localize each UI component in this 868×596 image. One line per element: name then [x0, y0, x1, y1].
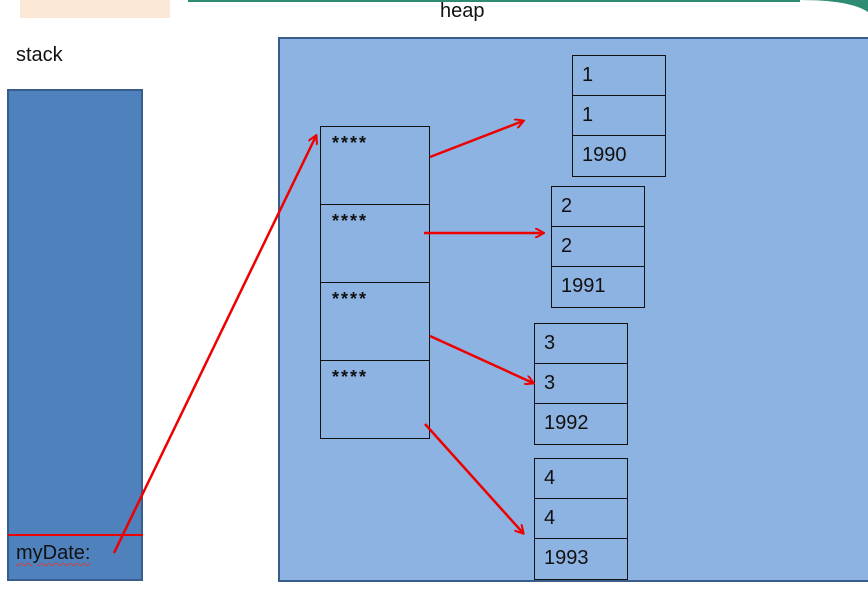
- array-cell-0: ****: [321, 127, 429, 205]
- date-field-month: 1: [573, 96, 665, 136]
- date-object-1: 1 1 1990: [572, 55, 666, 177]
- mydate-pointer-arrow: [112, 136, 316, 554]
- date-object-2: 2 2 1991: [551, 186, 645, 308]
- stack-region: [7, 89, 143, 581]
- top-decoration: [20, 0, 868, 20]
- date-field-day: 4: [535, 459, 627, 499]
- date-field-day: 3: [535, 324, 627, 364]
- date-field-year: 1992: [544, 412, 589, 434]
- top-left-decoration: [20, 0, 170, 18]
- date-field-year: 1990: [582, 144, 627, 166]
- heap-region: [278, 37, 868, 582]
- element-3-pointer-arrow: [424, 423, 523, 533]
- reference-array: **** **** **** ****: [320, 126, 430, 439]
- array-cell-3: ****: [332, 367, 369, 387]
- date-field-year: 1993: [544, 547, 589, 569]
- date-field-day: 1: [573, 56, 665, 96]
- date-field-year: 1991: [561, 275, 606, 297]
- date-object-4: 4 4 1993: [534, 458, 628, 580]
- date-field-month: 3: [535, 364, 627, 404]
- mydate-variable-label: myDate:: [16, 542, 91, 564]
- element-0-pointer-arrow: [429, 121, 523, 159]
- array-cell-2: ****: [321, 283, 429, 361]
- date-field-month: 4: [535, 499, 627, 539]
- heap-label: heap: [440, 0, 485, 22]
- array-cell-1: ****: [321, 205, 429, 283]
- top-right-curve: [800, 0, 868, 12]
- element-2-pointer-arrow: [429, 334, 533, 383]
- date-field-month: 2: [552, 227, 644, 267]
- date-field-day: 2: [552, 187, 644, 227]
- date-object-3: 3 3 1992: [534, 323, 628, 445]
- stack-label: stack: [16, 44, 63, 66]
